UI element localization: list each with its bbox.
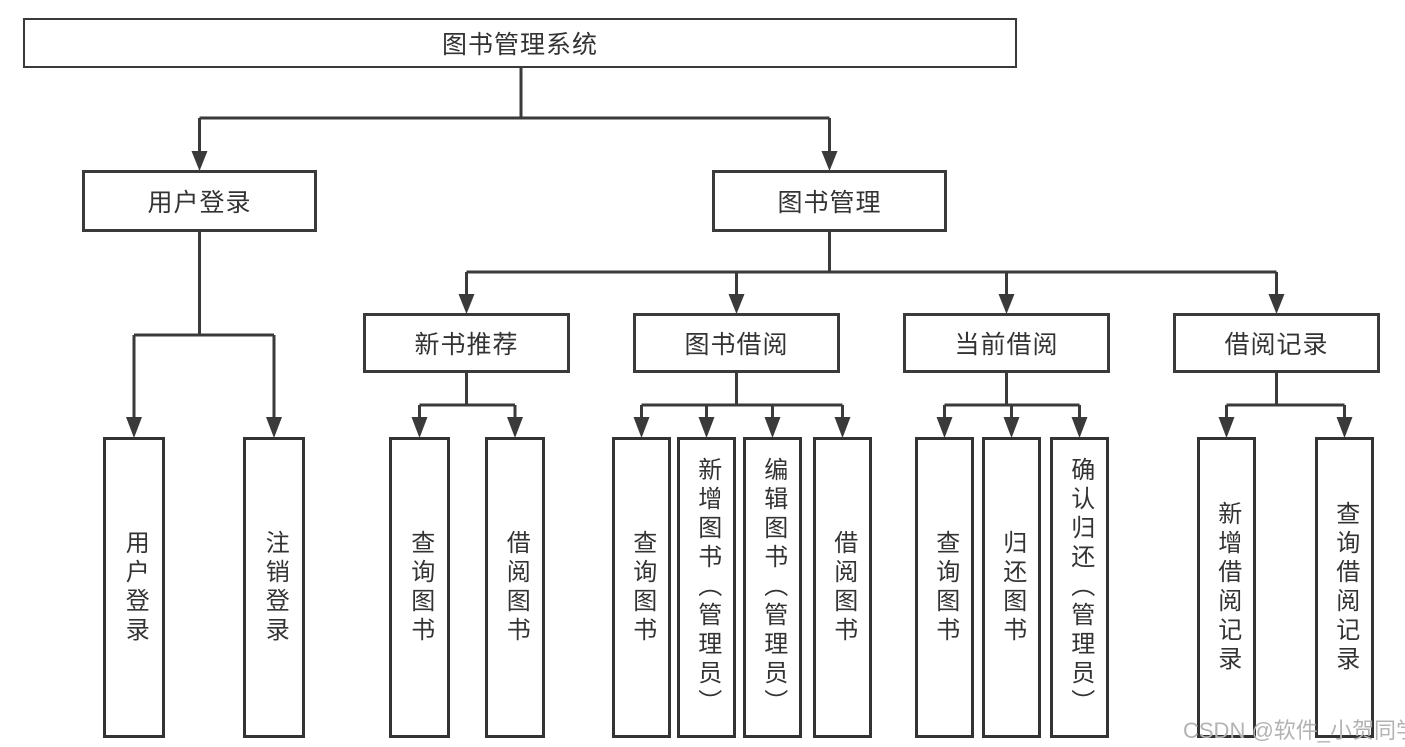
- leaf-current-confirm-admin: 确认归还（管理员）: [1050, 437, 1109, 738]
- arrowhead: [728, 294, 745, 314]
- connector-borrow-records: [1225, 373, 1346, 420]
- leaf-logout: 注销登录: [243, 437, 305, 738]
- connector-user-login: [132, 232, 276, 420]
- connector-new-books: [418, 373, 517, 420]
- connector-root: [198, 66, 831, 153]
- leaf-label: 确认归还（管理员）: [1066, 457, 1094, 718]
- leaf-label: 借阅图书: [502, 529, 530, 646]
- arrowhead: [411, 417, 428, 438]
- arrowhead: [821, 151, 838, 171]
- node-current-borrow: 当前借阅: [903, 313, 1110, 373]
- leaf-records-query: 查询借阅记录: [1315, 437, 1374, 738]
- watermark: CSDN @软件_小贺同学: [1183, 718, 1405, 743]
- node-borrow-records: 借阅记录: [1173, 313, 1380, 373]
- leaf-label: 新增图书（管理员）: [693, 457, 721, 718]
- leaf-current-return: 归还图书: [982, 437, 1041, 738]
- node-root: 图书管理系统: [23, 18, 1017, 68]
- arrowhead: [458, 294, 475, 314]
- node-new-books: 新书推荐: [363, 313, 570, 373]
- node-book-borrow: 图书借阅: [633, 313, 840, 373]
- arrowhead: [1218, 417, 1235, 438]
- arrowhead: [191, 151, 208, 171]
- leaf-borrow-edit-admin: 编辑图书（管理员）: [743, 437, 802, 738]
- arrowhead: [126, 417, 142, 438]
- leaf-label: 新增借阅记录: [1213, 500, 1241, 675]
- arrowhead: [1003, 417, 1020, 438]
- leaf-label: 查询借阅记录: [1331, 500, 1359, 675]
- arrowhead: [936, 417, 953, 438]
- connector-book-borrow: [640, 373, 844, 420]
- arrowhead: [1336, 417, 1353, 438]
- leaf-borrow-add-admin: 新增图书（管理员）: [677, 437, 736, 738]
- arrowhead: [1071, 417, 1088, 438]
- arrowhead: [998, 294, 1015, 314]
- leaf-label: 查询图书: [628, 529, 656, 646]
- connector-book-mgmt: [465, 232, 1278, 296]
- leaf-newbooks-borrow: 借阅图书: [485, 437, 545, 738]
- node-book-mgmt: 图书管理: [712, 170, 947, 232]
- arrowhead: [633, 417, 650, 438]
- leaf-records-add: 新增借阅记录: [1197, 437, 1256, 738]
- leaf-label: 查询图书: [406, 529, 434, 646]
- leaf-borrow-query: 查询图书: [612, 437, 671, 738]
- leaf-label: 编辑图书（管理员）: [759, 457, 787, 718]
- leaf-newbooks-query: 查询图书: [389, 437, 450, 738]
- arrowheads: [126, 151, 1353, 438]
- arrowhead: [698, 417, 715, 438]
- arrowhead: [764, 417, 781, 438]
- leaf-label: 用户登录: [121, 529, 149, 646]
- leaf-borrow-borrow: 借阅图书: [813, 437, 872, 738]
- leaf-current-query: 查询图书: [915, 437, 974, 738]
- leaf-user-login: 用户登录: [103, 437, 165, 738]
- arrowhead: [507, 417, 523, 438]
- leaf-label: 注销登录: [261, 529, 289, 646]
- node-user-login: 用户登录: [82, 170, 317, 232]
- leaf-label: 借阅图书: [829, 529, 857, 646]
- arrowhead: [266, 417, 282, 438]
- leaf-label: 归还图书: [998, 529, 1026, 646]
- connector-current-borrow: [943, 373, 1081, 420]
- leaf-label: 查询图书: [931, 529, 959, 646]
- arrowhead: [834, 417, 851, 438]
- arrowhead: [1268, 294, 1285, 314]
